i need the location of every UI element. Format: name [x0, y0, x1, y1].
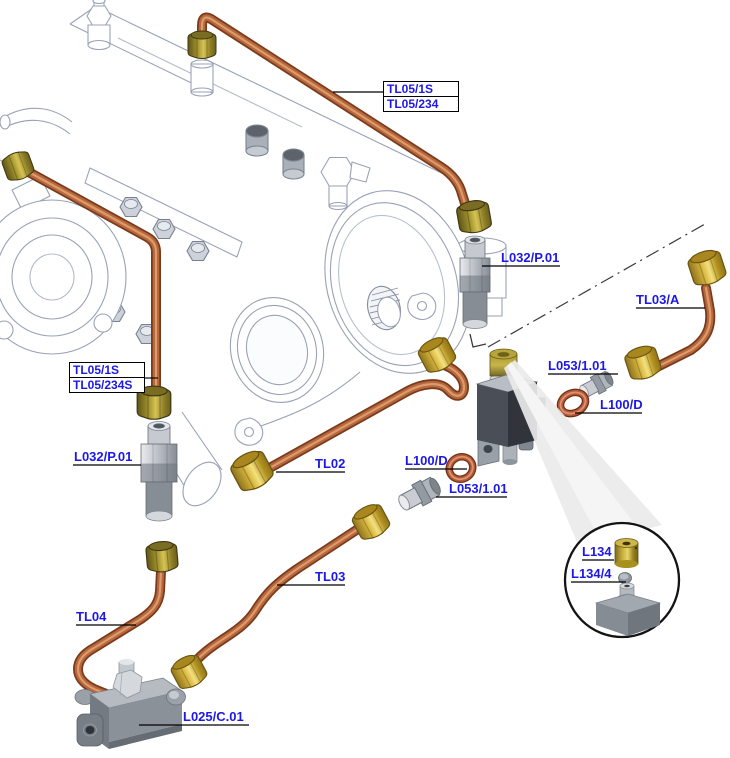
detail-circle — [563, 521, 681, 639]
part-label-l032-left[interactable]: L032/P.01 — [74, 449, 133, 464]
part-l134-4 — [618, 572, 632, 584]
detail-valve-base — [594, 582, 662, 636]
brass-nut — [417, 337, 457, 373]
brass-nut — [687, 249, 727, 286]
part-label-l032-right[interactable]: L032/P.01 — [501, 250, 560, 265]
boiler-linework — [0, 0, 507, 507]
part-label-tl02[interactable]: TL02 — [315, 456, 346, 471]
section-line — [469, 223, 706, 348]
brass-nut — [624, 345, 662, 380]
o-ring-left — [445, 452, 477, 484]
pipe-tl04 — [73, 566, 166, 703]
fitting-l032-left — [140, 421, 178, 522]
pipe-tl03a — [650, 283, 716, 373]
part-label-l100-right[interactable]: L100/D — [600, 397, 643, 412]
part-label-tl04[interactable]: TL04 — [76, 609, 107, 624]
pipe-tl05-234s — [20, 165, 161, 403]
part-label-tl03[interactable]: TL03 — [315, 569, 346, 584]
fitting-l053-bottom — [398, 476, 441, 511]
brass-nut — [170, 654, 208, 690]
magnify-beam — [504, 360, 662, 547]
part-label-box-tl05-left[interactable]: TL05/1S TL05/234S — [69, 362, 145, 393]
valve-block-l025 — [74, 659, 186, 749]
part-label-l100-left[interactable]: L100/D — [405, 453, 448, 468]
brass-nut — [187, 30, 217, 59]
brass-nut — [230, 450, 274, 492]
part-label-l134-4[interactable]: L134/4 — [571, 566, 612, 581]
pipe-tl05-234 — [197, 12, 473, 218]
brass-nut — [456, 200, 492, 234]
part-label-l025[interactable]: L025/C.01 — [183, 709, 244, 724]
brass-nut — [136, 385, 172, 420]
part-label-l134[interactable]: L134 — [582, 544, 612, 559]
part-label-tl03a[interactable]: TL03/A — [636, 292, 680, 307]
part-label-box-tl05-top[interactable]: TL05/1S TL05/234 — [383, 81, 459, 112]
part-l134 — [614, 538, 639, 568]
pipe-tl03 — [189, 522, 366, 668]
label-leader-lines — [73, 91, 705, 726]
part-label-l053-top[interactable]: L053/1.01 — [548, 358, 607, 373]
brass-nut — [145, 540, 179, 573]
brass-nut — [351, 504, 391, 540]
o-ring-right — [556, 388, 590, 418]
part-label-tl05-1s-left[interactable]: TL05/1S — [69, 362, 145, 378]
part-label-tl05-234s[interactable]: TL05/234S — [69, 377, 145, 393]
part-label-l053-bottom[interactable]: L053/1.01 — [449, 481, 508, 496]
fitting-l032-right — [459, 235, 491, 329]
brass-nut — [1, 151, 35, 181]
pipe-tl02 — [261, 359, 469, 475]
part-label-tl05-234[interactable]: TL05/234 — [383, 96, 459, 112]
part-label-tl05-1s[interactable]: TL05/1S — [383, 81, 459, 97]
brass-nuts — [1, 30, 727, 690]
